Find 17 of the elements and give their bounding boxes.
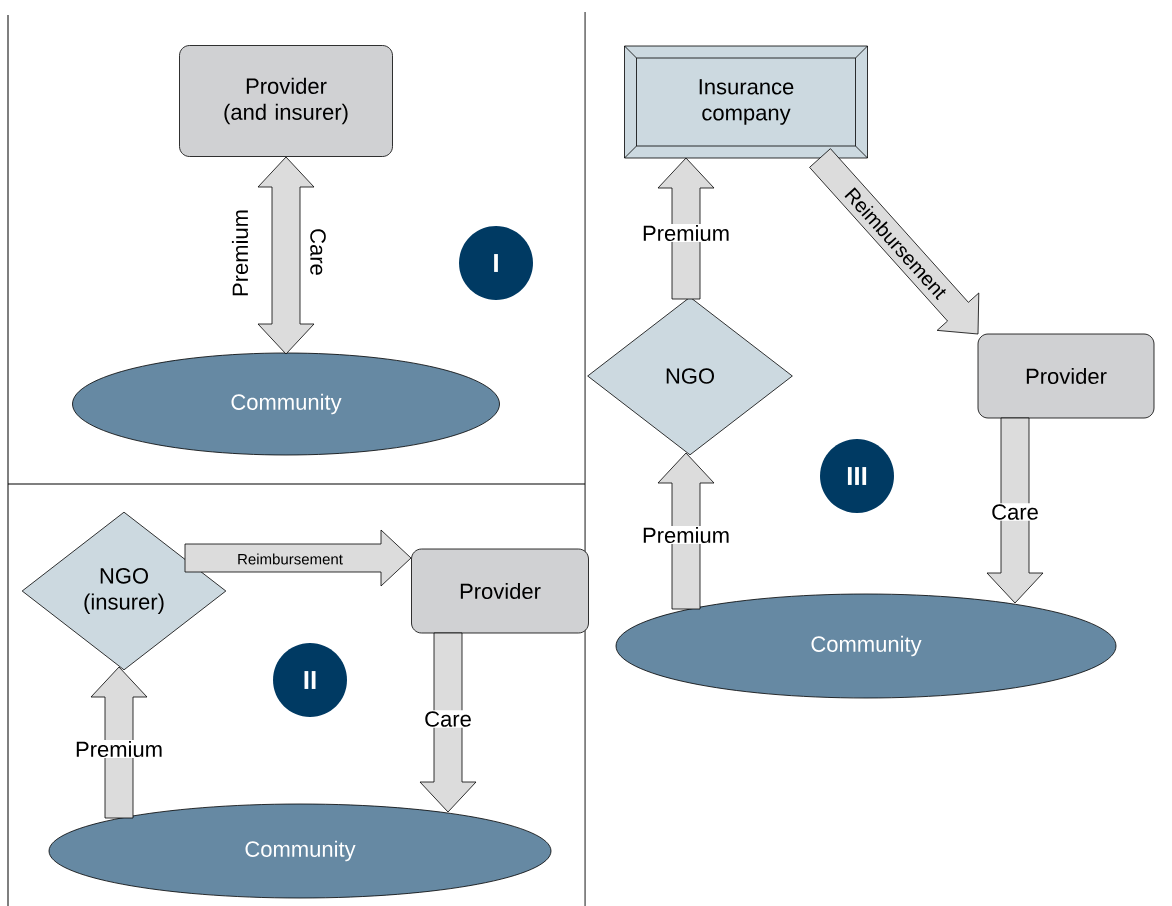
block-arrow <box>657 452 715 610</box>
edge-label: Premium <box>641 525 731 545</box>
rounded-box: Provider <box>977 333 1155 419</box>
rounded-box: Provider (and insurer) <box>179 45 393 157</box>
edge-label: Premium <box>230 208 250 298</box>
edge-label: Care <box>990 503 1040 521</box>
block-arrow <box>986 417 1044 604</box>
block-arrow <box>657 157 715 300</box>
edge-label: Premium <box>74 739 164 759</box>
edge-label: Care <box>309 227 327 277</box>
block-arrow <box>419 632 477 813</box>
edge-label: Premium <box>641 223 731 243</box>
edge-label: Care <box>423 710 473 728</box>
block-arrow <box>90 666 148 819</box>
block-arrow <box>257 156 315 355</box>
beveled-box: Insurance company <box>624 45 868 159</box>
rounded-box: Provider <box>411 548 589 634</box>
